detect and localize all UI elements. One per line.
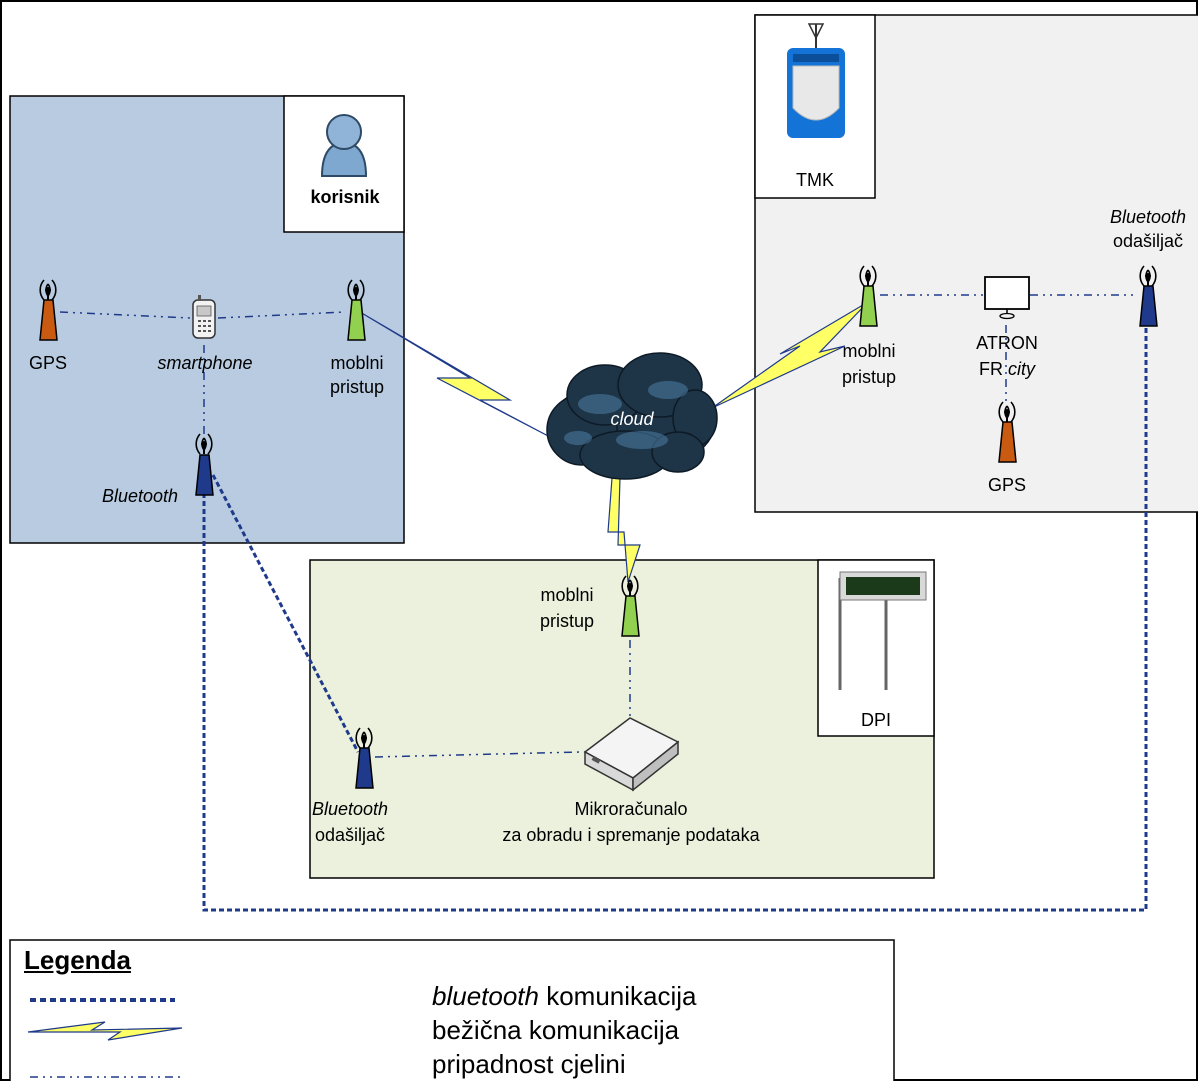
dpi-bluetooth-label-1: Bluetooth — [311, 799, 389, 819]
bluetooth-antenna-icon — [195, 433, 214, 496]
tmk-device-icon — [787, 23, 845, 138]
monitor-icon — [984, 276, 1030, 320]
tmk-mobile-label-2: pristup — [841, 367, 897, 387]
dpi-bluetooth-antenna-icon — [355, 727, 374, 789]
smartphone-label: smartphone — [157, 353, 253, 373]
smartphone-icon — [192, 295, 216, 339]
microcomputer-label-2: za obradu i spremanje podataka — [502, 825, 760, 845]
tmk-mobile-label-1: moblni — [842, 341, 896, 361]
dpi-bluetooth-label-2: odašiljač — [314, 825, 386, 845]
tmk-bluetooth-label-2: odašiljač — [1112, 231, 1184, 251]
dpi-mobile-label-2: pristup — [539, 611, 595, 631]
legend-item-bluetooth: bluetooth komunikacija — [432, 981, 697, 1011]
cloud-label: cloud — [610, 409, 654, 429]
tmk-label: TMK — [796, 170, 834, 190]
microcomputer-icon — [583, 717, 680, 792]
dpi-mobile-label-1: moblni — [540, 585, 594, 605]
tmk-gps-antenna-icon — [998, 401, 1017, 463]
dpi-label: DPI — [860, 710, 892, 730]
user-label: korisnik — [310, 187, 380, 207]
tmk-bluetooth-antenna-icon — [1139, 265, 1158, 327]
belonging-lines — [59, 294, 1135, 758]
tmk-gps-label: GPS — [987, 475, 1027, 495]
legend-wireless-swatch — [27, 1021, 183, 1041]
tmk-bluetooth-label-1: Bluetooth — [1109, 207, 1187, 227]
bluetooth-links — [202, 322, 1148, 912]
dpi-mobile-antenna-icon — [621, 575, 640, 637]
atron-label-2: FR city — [979, 359, 1035, 379]
user-icon — [320, 114, 368, 177]
cloud-icon — [546, 352, 718, 480]
atron-label-1: ATRON — [976, 333, 1038, 353]
dpi-sign-icon — [838, 571, 927, 690]
legend-item-wireless: bežična komunikacija — [432, 1015, 680, 1045]
mobile-access-label-2: pristup — [329, 377, 385, 397]
microcomputer-label-1: Mikroračunalo — [574, 799, 688, 819]
gps-label: GPS — [28, 353, 68, 373]
legend-box — [9, 939, 895, 1081]
legend-item-belonging: pripadnost cjelini — [432, 1049, 626, 1079]
tmk-mobile-antenna-icon — [859, 265, 878, 327]
bluetooth-label: Bluetooth — [101, 486, 179, 506]
gps-antenna-icon — [39, 279, 58, 341]
mobile-access-label-1: moblni — [330, 353, 384, 373]
legend-title: Legenda — [24, 945, 131, 975]
mobile-antenna-icon — [347, 279, 366, 341]
